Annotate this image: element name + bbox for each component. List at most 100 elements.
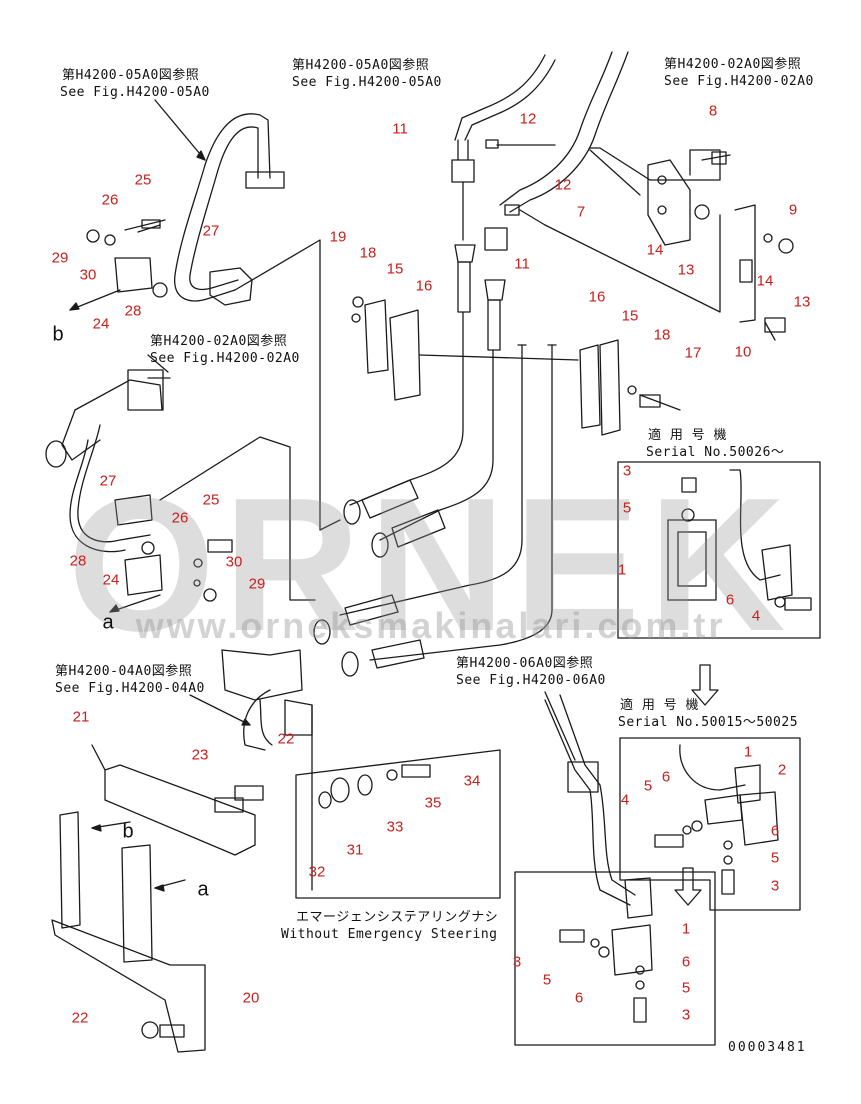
callout-15: 15 — [386, 260, 404, 278]
view-letter: a — [197, 878, 209, 901]
emergency-jp: エマージェンシステアリングナシ — [296, 910, 499, 925]
callout-12: 12 — [554, 176, 572, 194]
view-letter: a — [102, 611, 114, 634]
callout-25: 25 — [134, 171, 152, 189]
callout-1: 1 — [681, 920, 691, 938]
callout-20: 20 — [242, 989, 260, 1007]
callout-17: 17 — [684, 344, 702, 362]
callout-18: 18 — [359, 244, 377, 262]
callout-3: 3 — [622, 462, 632, 480]
ref-top-mid-en: See Fig.H4200-05A0 — [292, 75, 442, 90]
ref-top-right-en: See Fig.H4200-02A0 — [664, 74, 814, 89]
callout-16: 16 — [588, 288, 606, 306]
top-left-tube-assembly — [86, 113, 285, 306]
callout-1: 1 — [617, 561, 627, 579]
callout-5: 5 — [681, 979, 691, 997]
callout-15: 15 — [621, 307, 639, 325]
callout-16: 16 — [415, 277, 433, 295]
view-letter: b — [122, 820, 134, 843]
serial-lower-en: Serial No.50015～50025 — [618, 715, 799, 730]
ref-top-left-jp: 第H4200-05A0図参照 — [62, 68, 200, 83]
callout-6: 6 — [574, 989, 584, 1007]
watermark-brand: ORNEK — [67, 459, 794, 671]
callout-29: 29 — [51, 249, 69, 267]
callout-5: 5 — [622, 499, 632, 517]
callout-34: 34 — [463, 772, 481, 790]
callout-26: 26 — [101, 191, 119, 209]
ref-top-mid-jp: 第H4200-05A0図参照 — [292, 58, 430, 73]
callout-21: 21 — [72, 708, 90, 726]
bottom-right-box — [514, 694, 716, 1046]
watermark-url: www.orneksmakinalari.com.tr — [135, 605, 726, 646]
serial-box-upper — [617, 461, 821, 706]
ref-top-right-jp: 第H4200-02A0図参照 — [664, 57, 802, 72]
ref-low-right-jp: 第H4200-06A0図参照 — [456, 656, 594, 671]
callout-3: 3 — [681, 1006, 691, 1024]
callout-7: 7 — [576, 203, 586, 221]
callout-6: 6 — [681, 953, 691, 971]
callout-6: 6 — [725, 591, 735, 609]
callout-28: 28 — [69, 552, 87, 570]
mid-left-tube — [45, 369, 316, 602]
clamp-parts — [351, 296, 681, 436]
ref-low-right-en: See Fig.H4200-06A0 — [456, 673, 606, 688]
ref-mid-left-en: See Fig.H4200-02A0 — [150, 351, 300, 366]
callout-29: 29 — [248, 575, 266, 593]
right-clamp-assembly — [485, 139, 794, 341]
callout-22: 22 — [277, 730, 295, 748]
callout-5: 5 — [643, 777, 653, 795]
callout-5: 5 — [542, 971, 552, 989]
callout-4: 4 — [751, 607, 761, 625]
callout-11: 11 — [514, 255, 530, 273]
callout-24: 24 — [102, 571, 120, 589]
callout-31: 31 — [346, 841, 364, 859]
callout-19: 19 — [329, 228, 347, 246]
callout-1: 1 — [743, 743, 753, 761]
callout-5: 5 — [770, 849, 780, 867]
callout-3: 3 — [512, 953, 522, 971]
emergency-en: Without Emergency Steering — [281, 927, 498, 942]
callout-26: 26 — [171, 509, 189, 527]
callout-32: 32 — [308, 863, 326, 881]
callout-6: 6 — [770, 822, 780, 840]
callout-24: 24 — [92, 315, 110, 333]
callout-2: 2 — [777, 761, 787, 779]
callout-13: 13 — [677, 261, 695, 279]
emergency-box-outline — [295, 749, 501, 899]
callout-3: 3 — [770, 877, 780, 895]
callout-30: 30 — [225, 553, 243, 571]
callout-8: 8 — [708, 102, 718, 120]
callout-14: 14 — [646, 241, 664, 259]
serial-lower-jp: 適 用 号 機 — [620, 698, 699, 713]
callout-25: 25 — [202, 491, 220, 509]
ref-low-left-jp: 第H4200-04A0図参照 — [55, 664, 193, 679]
center-hoses — [313, 51, 629, 677]
ref-top-left-en: See Fig.H4200-05A0 — [60, 85, 210, 100]
callout-13: 13 — [793, 293, 811, 311]
callout-9: 9 — [788, 201, 798, 219]
lower-left-tube — [221, 649, 313, 891]
callout-14: 14 — [756, 272, 774, 290]
callout-10: 10 — [734, 343, 752, 361]
ref-low-left-en: See Fig.H4200-04A0 — [55, 681, 205, 696]
callout-27: 27 — [99, 472, 117, 490]
callout-23: 23 — [191, 746, 209, 764]
serial-upper-jp: 適 用 号 機 — [648, 428, 727, 443]
callout-33: 33 — [386, 818, 404, 836]
drawing-number: 00003481 — [728, 1040, 807, 1055]
callout-27: 27 — [202, 222, 220, 240]
view-letter: b — [52, 323, 64, 346]
callout-4: 4 — [620, 791, 630, 809]
callout-30: 30 — [79, 266, 97, 284]
bottom-left-frame — [51, 744, 264, 1053]
callout-11: 11 — [392, 120, 408, 138]
callout-28: 28 — [124, 302, 142, 320]
serial-upper-en: Serial No.50026～ — [646, 445, 785, 460]
callout-12: 12 — [519, 110, 537, 128]
callout-18: 18 — [653, 326, 671, 344]
callout-35: 35 — [424, 794, 442, 812]
ref-mid-left-jp: 第H4200-02A0図参照 — [150, 334, 288, 349]
callout-6: 6 — [661, 768, 671, 786]
callout-22: 22 — [71, 1009, 89, 1027]
